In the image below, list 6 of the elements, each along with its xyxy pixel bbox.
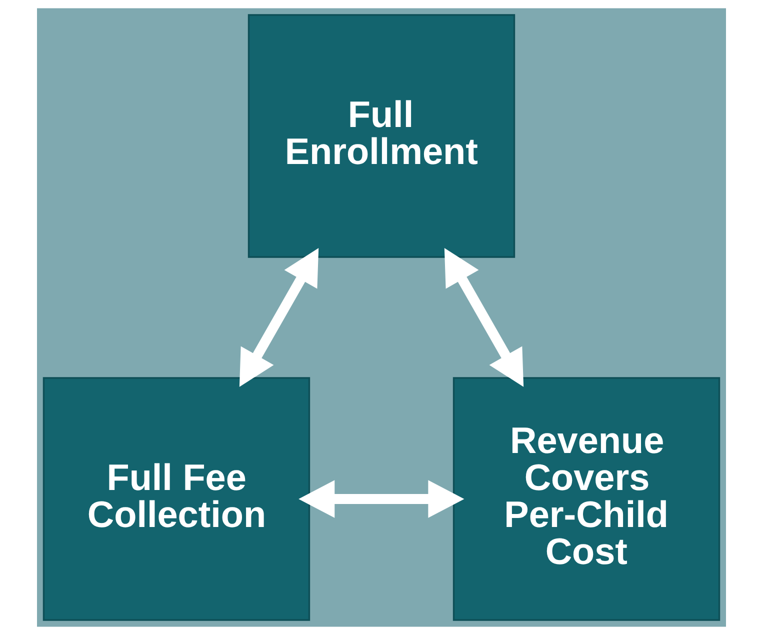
arrow [444,248,524,387]
node-box: Full Fee Collection [42,377,310,621]
node-box: Revenue Covers Per-Child Cost [452,377,720,621]
arrow [298,480,464,518]
node-box: Full Enrollment [248,14,516,258]
arrow [239,248,319,387]
